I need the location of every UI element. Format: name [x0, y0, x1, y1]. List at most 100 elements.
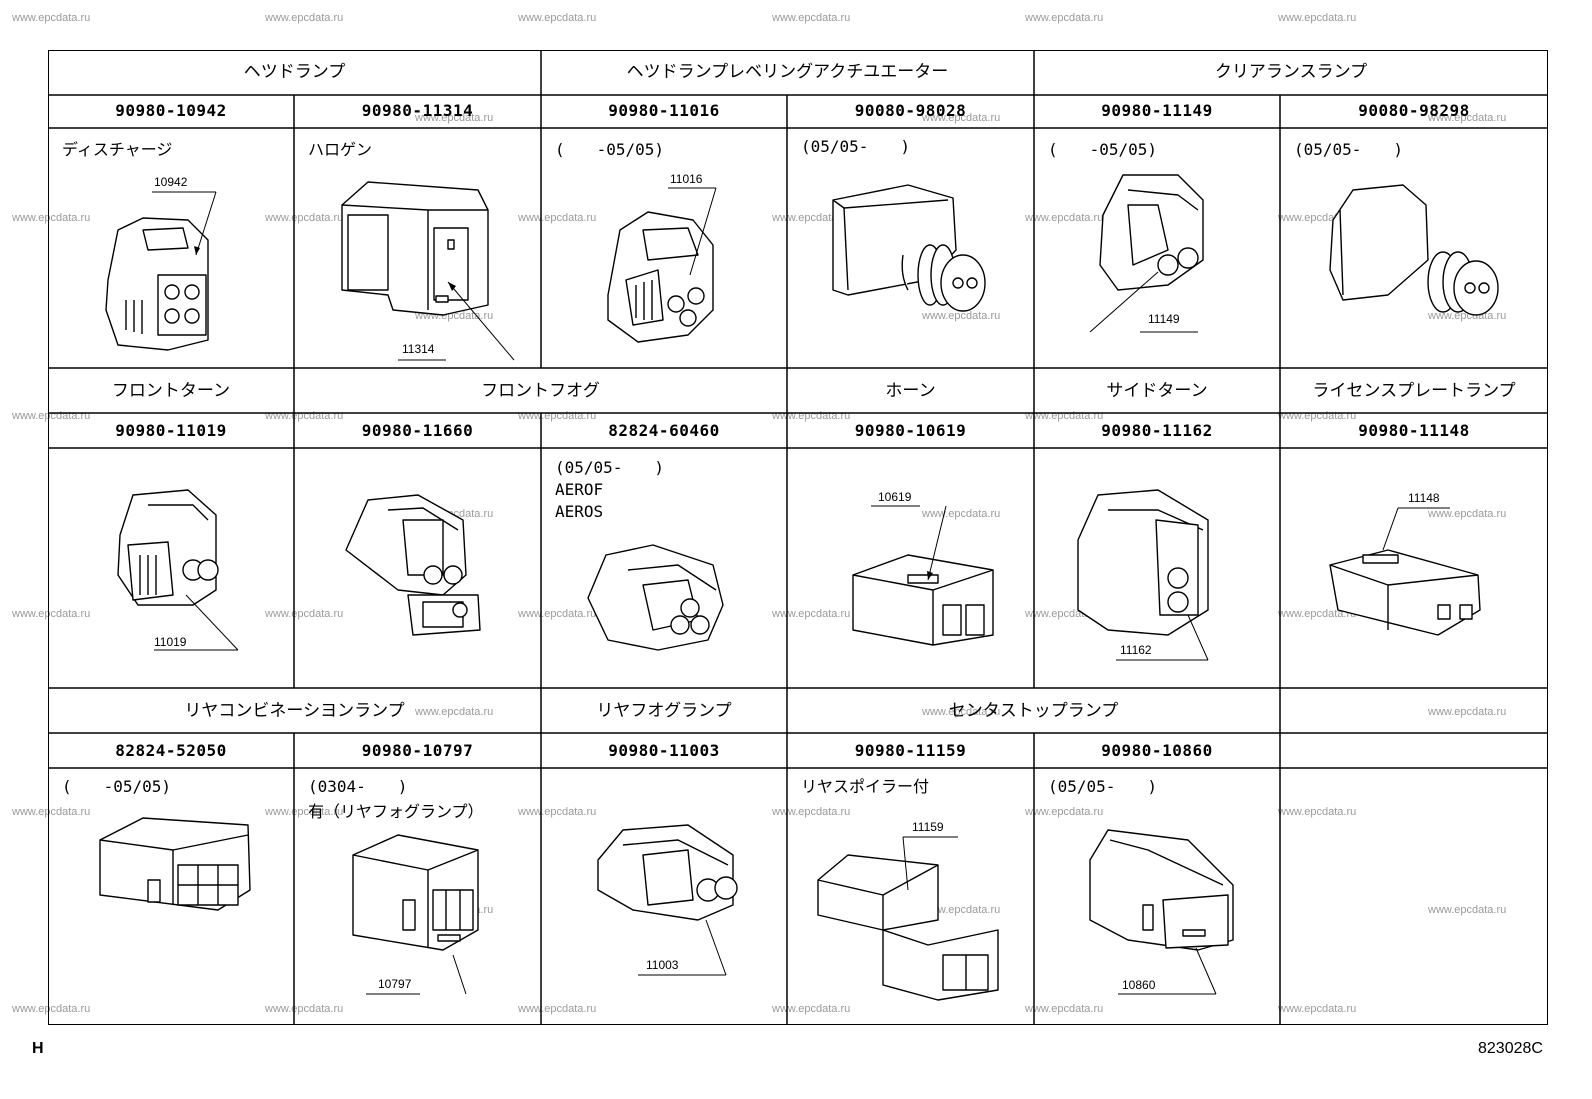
- connector-11149-drawing: [1099, 174, 1204, 291]
- watermark-text: www.epcdata.ru: [265, 1003, 344, 1015]
- watermark-text: www.epcdata.ru: [772, 212, 851, 224]
- connector-10797-drawing: [352, 834, 479, 951]
- watermark-text: www.epcdata.ru: [12, 212, 91, 224]
- callout-label: 10942: [154, 175, 188, 189]
- watermark-text: www.epcdata.ru: [772, 608, 851, 620]
- group-header-rear-fog-lamp: リヤフオグランプ: [596, 701, 732, 721]
- part-number: 90980-11016: [608, 101, 720, 120]
- figure-id: 823028C: [1478, 1040, 1543, 1057]
- variant-note: ( -05/05): [1048, 140, 1158, 159]
- watermark-text: www.epcdata.ru: [772, 1003, 851, 1015]
- part-number: 90980-10860: [1101, 741, 1213, 760]
- table-lines: [48, 50, 1548, 1025]
- watermark-text: www.epcdata.ru: [415, 706, 494, 718]
- part-number: 90980-11162: [1101, 421, 1213, 440]
- callout-label: 11148: [1408, 491, 1440, 505]
- callout-label: 11162: [1120, 643, 1152, 657]
- watermark-text: www.epcdata.ru: [518, 212, 597, 224]
- variant-note: (0304- ): [308, 777, 408, 796]
- connector-11019-drawing: [117, 489, 219, 606]
- group-header-headlamp: ヘツドランプ: [243, 62, 346, 82]
- part-number: 90980-11314: [361, 101, 474, 120]
- watermark-text: www.epcdata.ru: [518, 608, 597, 620]
- connector-illustrations: [99, 174, 1499, 1001]
- variant-note: (05/05- ): [1294, 140, 1404, 159]
- group-header-clearance-lamp: クリアランスランプ: [1214, 62, 1368, 82]
- watermark-text: www.epcdata.ru: [922, 904, 1001, 916]
- group-header-rear-combination-lamp: リヤコンビネーシヨンランプ: [184, 701, 405, 721]
- connector-11660-drawing: [345, 494, 481, 636]
- group-header-front-fog: フロントフオグ: [481, 381, 600, 401]
- connector-98028-drawing: [832, 184, 986, 312]
- part-number: 82824-60460: [608, 421, 720, 440]
- callout-label: 10860: [1122, 978, 1156, 992]
- watermark-text: www.epcdata.ru: [922, 310, 1001, 322]
- part-number: 90980-11159: [854, 741, 967, 760]
- watermark-text: www.epcdata.ru: [518, 1003, 597, 1015]
- variant-note: ハロゲン: [308, 140, 373, 159]
- connector-11314-drawing: [341, 181, 489, 316]
- watermark-text: www.epcdata.ru: [265, 212, 344, 224]
- watermark-text: www.epcdata.ru: [12, 806, 91, 818]
- part-number: 90980-11149: [1101, 101, 1213, 120]
- footer-left-mark: H: [32, 1040, 44, 1057]
- part-number: 82824-52050: [115, 741, 227, 760]
- callout-label: 11149: [1148, 312, 1180, 326]
- variant-note: (05/05- ): [555, 458, 665, 477]
- part-number: 90980-10619: [854, 421, 967, 440]
- callout-label: 11314: [402, 342, 435, 356]
- callout-label: 11159: [912, 820, 944, 834]
- part-number: 90980-11003: [608, 741, 720, 760]
- part-number: 90980-11660: [361, 421, 474, 440]
- watermark-text: www.epcdata.ru: [922, 112, 1001, 124]
- watermark-text: www.epcdata.ru: [518, 806, 597, 818]
- variant-note: (05/05- ): [801, 137, 911, 156]
- watermark-text: www.epcdata.ru: [265, 608, 344, 620]
- part-number: 90980-11019: [115, 421, 227, 440]
- connector-10860-drawing: [1089, 829, 1234, 951]
- watermark-text: www.epcdata.ru: [1278, 608, 1357, 620]
- watermark-text: www.epcdata.ru: [1278, 12, 1357, 24]
- part-number: 90080-98028: [854, 101, 967, 120]
- group-header-horn: ホーン: [885, 381, 936, 401]
- group-header-license-plate-lamp: ライセンスプレートランプ: [1312, 381, 1516, 401]
- watermark-text: www.epcdata.ru: [265, 806, 344, 818]
- connector-10619-drawing: [852, 554, 994, 646]
- connector-11162-drawing: [1077, 489, 1209, 636]
- variant-note-rear-fog: 有（リヤフォグランプ）: [308, 802, 484, 821]
- watermark-text: www.epcdata.ru: [922, 706, 1001, 718]
- watermark-text: www.epcdata.ru: [772, 806, 851, 818]
- watermark-text: www.epcdata.ru: [1025, 12, 1104, 24]
- connector-10942-drawing: [105, 217, 209, 351]
- group-header-leveling-actuator: ヘツドランプレベリングアクチユエーター: [626, 62, 949, 82]
- watermark-text: www.epcdata.ru: [12, 608, 91, 620]
- watermark-text: www.epcdata.ru: [1428, 904, 1507, 916]
- variant-note: ( -05/05): [555, 140, 665, 159]
- watermark-text: www.epcdata.ru: [1428, 706, 1507, 718]
- watermark-text: www.epcdata.ru: [518, 12, 597, 24]
- connector-11003-drawing: [597, 824, 738, 921]
- callout-label: 10797: [378, 977, 412, 991]
- group-header-side-turn: サイドターン: [1106, 381, 1208, 401]
- callout-label: 11003: [646, 958, 679, 972]
- variant-note: ( -05/05): [62, 777, 172, 796]
- watermark-text: www.epcdata.ru: [1428, 508, 1507, 520]
- watermark-text: www.epcdata.ru: [1278, 1003, 1357, 1015]
- part-number: 90980-10942: [115, 101, 227, 120]
- watermark-text: www.epcdata.ru: [12, 1003, 91, 1015]
- callout-label: 11019: [154, 635, 187, 649]
- part-number: 90080-98298: [1358, 101, 1470, 120]
- connector-11016-drawing: [607, 211, 714, 343]
- watermark-text: www.epcdata.ru: [12, 12, 91, 24]
- variant-note: リヤスポイラー付: [801, 777, 930, 796]
- connector-11148-drawing: [1329, 549, 1481, 636]
- watermark-text: www.epcdata.ru: [265, 12, 344, 24]
- watermark-text: www.epcdata.ru: [1428, 112, 1507, 124]
- watermark-text: www.epcdata.ru: [1025, 212, 1104, 224]
- variant-note-aerof: AEROF: [555, 480, 604, 499]
- group-header-front-turn: フロントターン: [111, 381, 231, 401]
- connector-table: ヘツドランプ ヘツドランプレベリングアクチユエーター クリアランスランプ フロン…: [48, 50, 1548, 1025]
- watermark-text: www.epcdata.ru: [772, 12, 851, 24]
- watermark-text: www.epcdata.ru: [1025, 1003, 1104, 1015]
- group-header-center-stop-lamp: センタストップランプ: [948, 701, 1119, 721]
